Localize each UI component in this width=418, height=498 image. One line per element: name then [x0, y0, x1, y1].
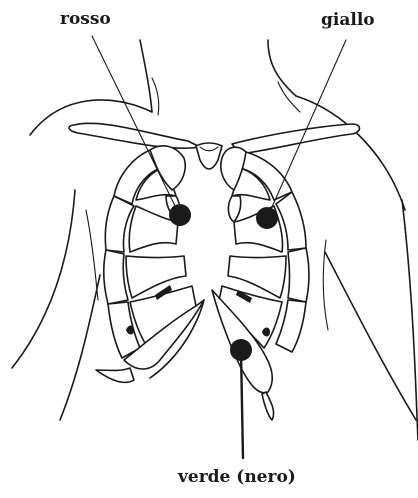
- right-ribcage: [212, 147, 309, 420]
- neck-left-outline: [140, 40, 152, 112]
- right-shoulder-outline: [296, 96, 405, 210]
- label-giallo: giallo: [321, 12, 375, 29]
- right-arm-outline: [402, 200, 418, 440]
- electrode-rosso-marker: [169, 204, 191, 226]
- left-armpit-line: [86, 210, 98, 300]
- label-rosso: rosso: [60, 11, 111, 28]
- electrode-giallo-marker: [256, 207, 278, 229]
- left-flank-line: [60, 275, 100, 420]
- neck-left-inner: [152, 78, 159, 115]
- left-clavicle: [69, 123, 200, 148]
- left-arm-outline: [12, 190, 75, 368]
- neck-right-outline: [268, 40, 296, 96]
- label-verde-nero: verde (nero): [178, 469, 296, 486]
- right-flank-line: [325, 252, 416, 420]
- left-ribcage: [96, 146, 204, 383]
- right-clavicle: [232, 124, 360, 154]
- electrode-verde-marker: [230, 339, 252, 361]
